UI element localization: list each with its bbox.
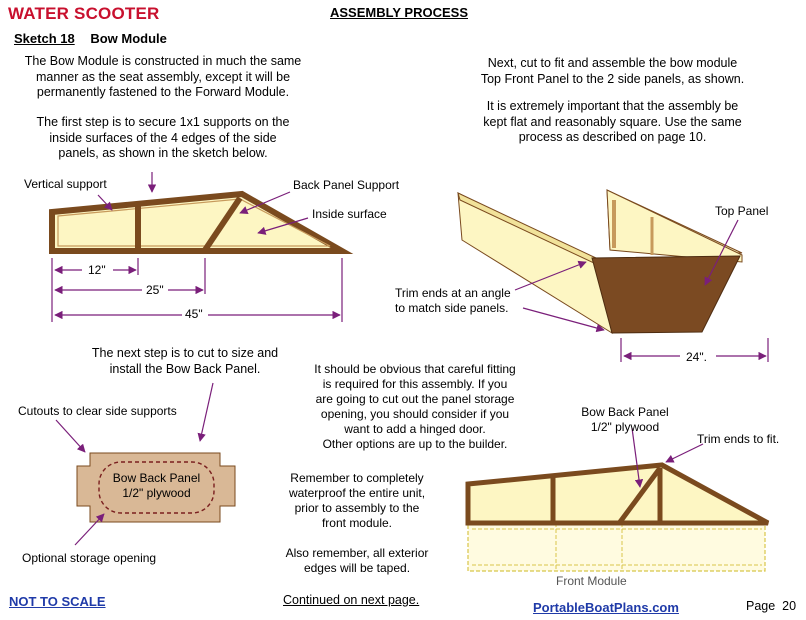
page-label: Page	[746, 599, 776, 613]
document-title: WATER SCOOTER	[8, 4, 160, 23]
dim-45-label: 45"	[185, 307, 203, 321]
important-line: process as described on page 10.	[518, 130, 707, 144]
trim-angle-arrow-1	[514, 260, 587, 291]
cutouts-arrow-2	[197, 382, 214, 442]
sketch-name: Bow Module	[90, 31, 167, 46]
waterproof-line: front module.	[321, 516, 393, 530]
storage-opening-outline	[98, 461, 215, 514]
page-number-value: 20	[782, 599, 797, 613]
front-module-shape	[467, 522, 766, 572]
step2-line: install the Bow Back Panel.	[109, 361, 261, 376]
vertical-support-arrow-2	[97, 194, 113, 211]
section-heading: ASSEMBLY PROCESS	[330, 5, 468, 20]
inside-surface-label: Inside surface	[312, 207, 387, 221]
top-panel-paragraph: Next, cut to fit and assemble the bow mo…	[450, 56, 775, 87]
step1-paragraph: The first step is to secure 1x1 supports…	[8, 115, 318, 162]
fitting-line: Other options are up to the builder.	[322, 437, 508, 451]
trim-fit-arrow	[665, 443, 704, 463]
cutouts-arrow-1	[55, 419, 86, 453]
dim-25-label: 25"	[146, 283, 164, 297]
back-panel-support-bar	[202, 196, 243, 252]
intro-line: manner as the seat assembly, except it w…	[35, 69, 291, 84]
dim-24-label: 24".	[686, 350, 707, 364]
inside-surface-arrow	[257, 217, 309, 235]
waterproof-line: Remember to completely	[290, 471, 424, 485]
trim-angle-label: Trim ends at an angle to match side pane…	[395, 286, 511, 316]
trim-fit-label: Trim ends to fit.	[697, 432, 780, 446]
waterproof-line: waterproof the entire unit,	[288, 486, 426, 500]
step2-line: The next step is to cut to size and	[91, 346, 279, 360]
front-module-label: Front Module	[556, 574, 627, 588]
intro-line: The Bow Module is constructed in much th…	[24, 54, 302, 68]
storage-opening-label: Optional storage opening	[22, 551, 157, 565]
intro-paragraph: The Bow Module is constructed in much th…	[8, 54, 318, 101]
fitting-line: are going to cut out the panel storage	[315, 392, 515, 406]
fitting-paragraph: It should be obvious that careful fittin…	[290, 362, 540, 452]
bow-back-panel-line: 1/2" plywood	[590, 420, 660, 434]
taped-line: Also remember, all exterior	[285, 546, 429, 560]
sketch-number: Sketch 18	[14, 31, 75, 46]
trim-angle-line: to match side panels.	[395, 301, 509, 315]
important-line: It is extremely important that the assem…	[486, 99, 739, 113]
bow-back-panel-callout: Bow Back Panel 1/2" plywood	[560, 405, 690, 435]
important-line: kept flat and reasonably square. Use the…	[483, 114, 742, 129]
step1-line: The first step is to secure 1x1 supports…	[36, 115, 290, 129]
page-number: Page 20	[746, 599, 796, 613]
storage-arrow	[74, 513, 105, 546]
dimension-24	[620, 338, 769, 362]
bow-back-panel-drawing	[76, 452, 236, 523]
back-panel-support-arrow	[239, 191, 291, 214]
top-panel-arrow	[704, 219, 739, 286]
fitting-line: opening, you should consider if you	[320, 407, 510, 421]
side-panel-drawing	[49, 190, 354, 254]
top-panel-assembly	[457, 189, 743, 335]
step1-line: inside surfaces of the 4 edges of the si…	[49, 130, 277, 145]
dimension-lines	[51, 258, 343, 322]
fitting-line: want to add a hinged door.	[344, 422, 486, 436]
intro-line: permanently fastened to the Forward Modu…	[36, 85, 290, 99]
waterproof-paragraph: Remember to completely waterproof the en…	[262, 471, 452, 531]
taped-line: edges will be taped.	[303, 561, 411, 575]
waterproof-line: prior to assembly to the	[294, 501, 420, 515]
trim-angle-line: Trim ends at an angle	[395, 286, 511, 300]
trim-angle-arrow-2	[522, 307, 605, 333]
continued-note: Continued on next page.	[283, 593, 420, 607]
not-to-scale-link[interactable]: NOT TO SCALE	[9, 594, 106, 609]
step2-paragraph: The next step is to cut to size and inst…	[60, 346, 310, 377]
bow-back-panel-arrow	[631, 427, 644, 488]
cutouts-label: Cutouts to clear side supports	[18, 404, 177, 418]
back-panel-support-label: Back Panel Support	[293, 178, 400, 192]
fitting-line: is required for this assembly. If you	[322, 377, 508, 391]
top-line: Next, cut to fit and assemble the bow mo…	[487, 56, 738, 70]
important-paragraph: It is extremely important that the assem…	[450, 99, 775, 146]
website-link[interactable]: PortableBoatPlans.com	[533, 600, 679, 615]
top-line: Top Front Panel to the 2 side panels, as…	[480, 71, 745, 86]
top-panel-shape	[591, 255, 741, 334]
taped-paragraph: Also remember, all exterior edges will b…	[262, 546, 452, 576]
vertical-support-label: Vertical support	[24, 177, 107, 191]
assembled-bow-module	[465, 462, 770, 572]
dim-12-label: 12"	[88, 263, 106, 277]
bow-back-panel-line: Bow Back Panel	[581, 405, 669, 419]
bow-back-panel-text: Bow Back Panel 1/2" plywood	[99, 471, 214, 501]
panel-text-line: 1/2" plywood	[122, 486, 191, 500]
sketch-heading: Sketch 18 Bow Module	[14, 31, 167, 46]
top-panel-label: Top Panel	[715, 204, 769, 218]
fitting-line: It should be obvious that careful fittin…	[314, 362, 516, 376]
panel-text-line: Bow Back Panel	[112, 471, 201, 485]
step1-line: panels, as shown in the sketch below.	[58, 146, 268, 160]
